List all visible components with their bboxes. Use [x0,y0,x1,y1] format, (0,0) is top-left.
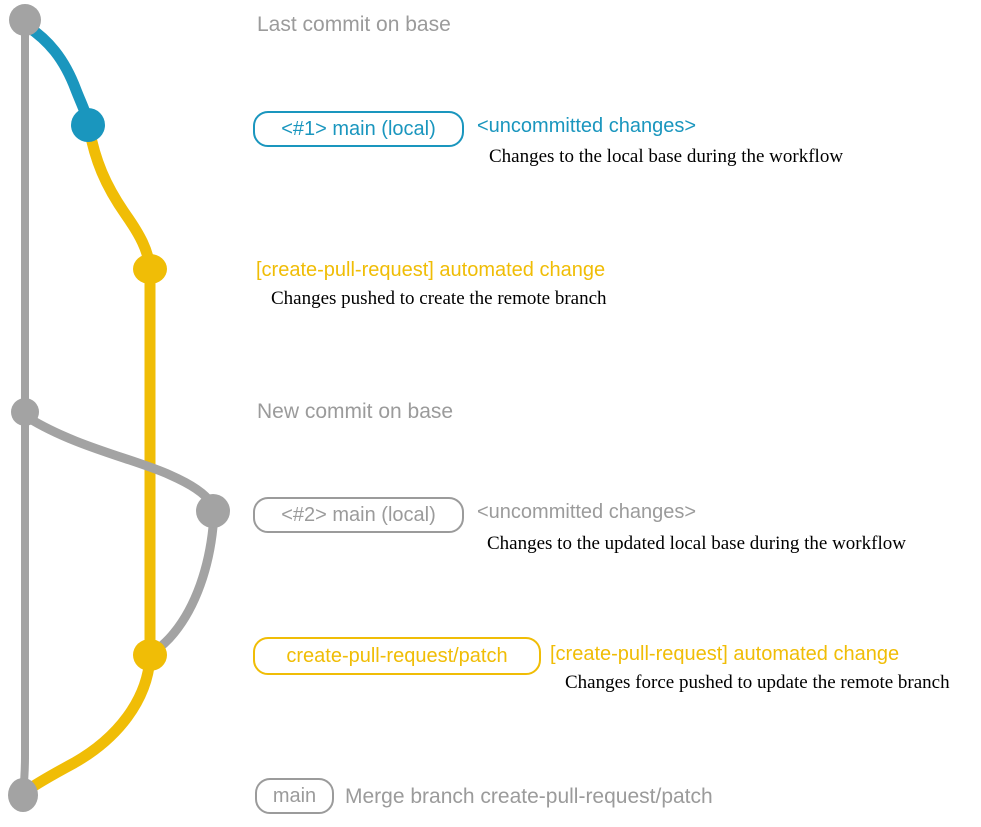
branch-badge-main-local-2-label: <#2> main (local) [281,503,436,526]
branch-badge-patch: create-pull-request/patch [253,637,541,675]
local-main-branch-line [21,20,94,130]
branch-badge-main-local-1-label: <#1> main (local) [281,117,436,140]
branch-badge-main-local-1: <#1> main (local) [253,111,464,147]
commit-dot-automated-change-1 [133,254,167,284]
automated-change-heading-2: [create-pull-request] automated change [550,643,900,665]
note-local-base-changes: Changes to the local base during the wor… [489,146,844,167]
patch-branch-line [83,122,156,661]
note-updated-local-base-changes: Changes to the updated local base during… [487,533,906,554]
merge-commit-label: Merge branch create-pull-request/patch [345,785,713,808]
commit-dot-local-main-1 [71,108,105,142]
commit-dot-local-main-2 [196,494,230,528]
branch-badge-main: main [255,778,334,814]
note-pushed-create-remote: Changes pushed to create the remote bran… [271,288,607,309]
branch-badge-main-label: main [272,784,317,807]
automated-change-heading-1: [create-pull-request] automated change [256,259,606,281]
note-force-pushed-update-remote: Changes force pushed to update the remot… [565,672,950,693]
branch-badge-patch-label: create-pull-request/patch [286,644,508,667]
new-commit-heading: New commit on base [257,400,454,423]
base-to-local-main-line [22,412,216,508]
uncommitted-changes-label-1: <uncommitted changes> [477,115,697,137]
last-commit-heading: Last commit on base [257,13,451,36]
commit-dot-automated-change-2 [133,639,167,671]
uncommitted-changes-label-2: <uncommitted changes> [477,501,697,523]
commit-dot-new-base [11,398,39,426]
local-main-to-patch-line [147,522,218,658]
branch-badge-main-local-2: <#2> main (local) [253,497,464,533]
commit-dot-merge [8,778,38,812]
commit-dot-last-base [9,4,41,36]
patch-merge-line [19,652,156,798]
